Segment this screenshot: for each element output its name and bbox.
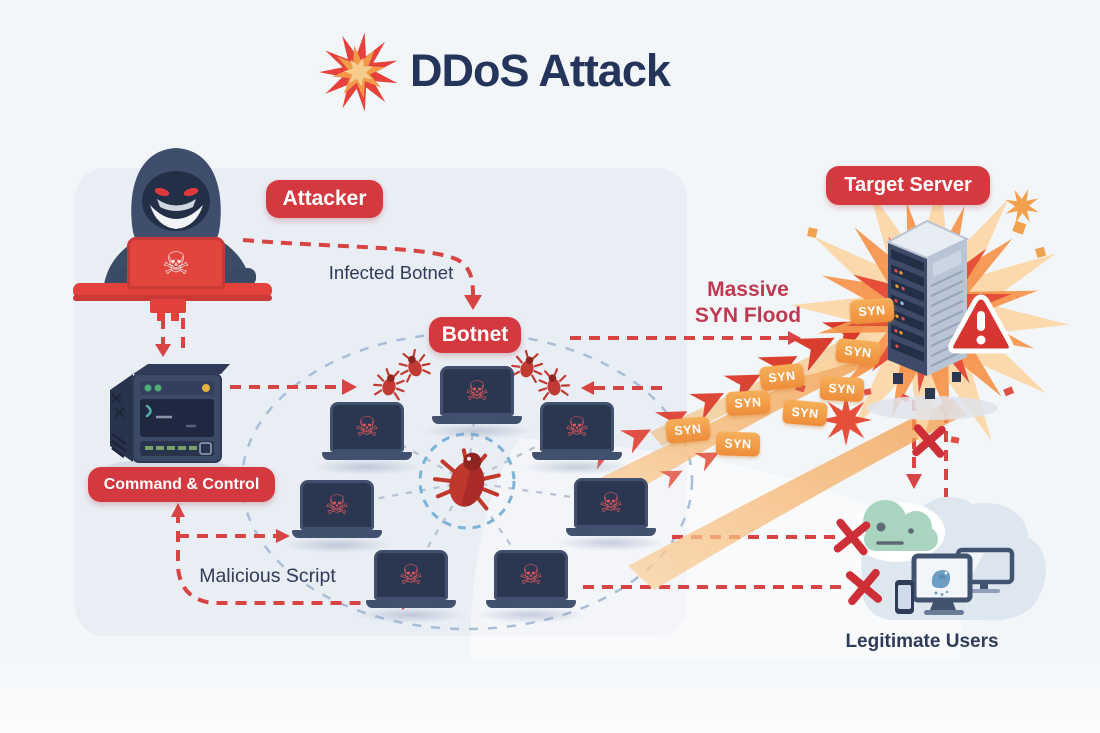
syn-flood-line2: SYN Flood [694,304,802,328]
cc-terminal-screen [140,399,214,437]
center-bug-icon [432,448,501,511]
cloud-face-icon [851,500,945,562]
infected-botnet-caption: Infected Botnet [328,262,454,283]
syn-flood-caption: Massive SYN Flood [668,277,828,330]
attacker-eye-right [183,187,199,197]
page-title: DDoS Attack [318,28,671,114]
user-devices-icon [895,547,1015,615]
syn-packet: SYN [819,375,865,403]
skull-icon: ☠ [162,245,190,281]
attacker-eye-left [154,187,170,197]
command-control-badge: Command & Control [88,467,275,502]
explosion-title-icon [319,32,398,112]
legitimate-users-caption: Legitimate Users [845,631,999,652]
syn-packet: SYN [758,362,806,392]
laptop-screen: ☠ [494,550,568,600]
syn-flood-line1: Massive [707,278,789,301]
botnet-laptop-1: ☠ [422,366,532,439]
malicious-script-caption: Malicious Script [199,565,336,587]
botnet-badge: Botnet [429,317,521,353]
skull-icon: ☠ [354,411,380,442]
attacker-to-botnet-line [242,238,475,297]
blocked-x-icons [833,424,946,606]
warning-triangle-icon [948,294,1014,354]
botnet-laptop-6: ☠ [356,550,466,623]
laptop-screen: ☠ [374,550,448,600]
command-control-icon [106,364,230,477]
botnet-laptop-4: ☠ [282,480,392,553]
skull-icon: ☠ [398,559,424,590]
bug-ring [418,432,516,530]
laptop-screen: ☠ [440,366,514,416]
skull-icon: ☠ [324,489,350,520]
syn-packet: SYN [665,416,711,444]
attacker-laptop: ☠ [127,237,225,289]
skull-icon: ☠ [518,559,544,590]
bottom-fade [0,645,1100,733]
laptop-screen: ☠ [300,480,374,530]
skull-icon: ☠ [598,487,624,518]
laptop-base [292,530,382,538]
syn-packet: SYN [725,389,771,417]
target-server-badge: Target Server [826,166,990,205]
server-led-lights [894,268,905,349]
title-text: DDoS Attack [410,45,671,96]
laptop-base [366,600,456,608]
syn-packet: SYN [715,431,761,457]
syn-packet: SYN [834,337,882,367]
botnet-laptop-5: ☠ [556,478,666,551]
laptop-screen: ☠ [574,478,648,528]
laptop-base [532,452,622,460]
botnet-laptop-7: ☠ [476,550,586,623]
skull-icon: ☠ [464,375,490,406]
botnet-laptop-3: ☠ [522,402,632,475]
laptop-screen: ☠ [330,402,404,452]
laptop-base [486,600,576,608]
botnet-laptop-2: ☠ [312,402,422,475]
syn-packet: SYN [849,297,895,325]
laptop-base [322,452,412,460]
legitimate-users-icon [851,496,1046,621]
laptop-screen: ☠ [540,402,614,452]
attacker-badge: Attacker [266,180,383,218]
laptop-base [432,416,522,424]
attacker-icon [73,148,272,321]
syn-packet: SYN [782,399,828,427]
skull-icon: ☠ [564,411,590,442]
laptop-base [566,528,656,536]
laptop-screen: ☠ [127,237,225,289]
cc-script-curve [176,512,408,605]
